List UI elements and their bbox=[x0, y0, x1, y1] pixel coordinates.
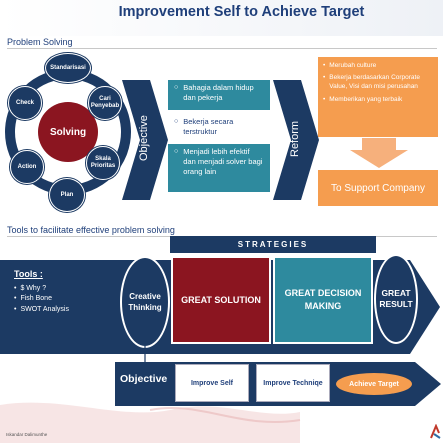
step-check: Check bbox=[8, 86, 42, 120]
great-result-oval: GREAT RESULT bbox=[374, 254, 418, 344]
tools-box: Tools : •$ Why ? •Fish Bone •SWOT Analys… bbox=[6, 262, 112, 346]
bullet-icon: • bbox=[14, 305, 17, 313]
problem-solving-heading: Problem Solving bbox=[7, 37, 73, 47]
achieve-target-oval: Achieve Target bbox=[336, 373, 412, 395]
bullet-icon: • bbox=[14, 284, 17, 292]
step-plan: Plan bbox=[49, 178, 85, 212]
logo-icon bbox=[430, 424, 441, 439]
bullet-icon: • bbox=[323, 96, 326, 104]
bullet-icon: • bbox=[323, 74, 326, 82]
page-title: Improvement Self to Achieve Target bbox=[118, 4, 365, 20]
objective-label: Objective bbox=[120, 373, 168, 385]
author-credit: Iskandar Dalimunthe bbox=[6, 432, 48, 437]
tools-title: Tools : bbox=[14, 269, 43, 279]
strategies-bar: STRATEGIES bbox=[170, 236, 376, 253]
great-decision-box: GREAT DECISION MAKING bbox=[273, 256, 373, 344]
support-company-box: To Support Company bbox=[318, 170, 438, 206]
improve-technique-box: Improve Techniqe bbox=[256, 364, 330, 402]
objective-item: ○Bekerja secara terstruktur bbox=[168, 114, 270, 138]
step-cari-penyebab: Cari Penyebab bbox=[88, 86, 122, 120]
objective-item: ○Bahagia dalam hidup dan pekerja bbox=[168, 80, 270, 110]
improve-self-box: Improve Self bbox=[175, 364, 249, 402]
bullet-icon: ○ bbox=[174, 148, 179, 155]
bullet-icon: • bbox=[323, 62, 326, 69]
solving-center: Solving bbox=[38, 102, 98, 162]
objective-item: ○Menjadi lebih efektif dan menjadi solve… bbox=[168, 144, 270, 192]
great-solution-box: GREAT SOLUTION bbox=[171, 256, 271, 344]
tools-heading: Tools to facilitate effective problem so… bbox=[7, 225, 175, 235]
step-skala-prioritas: Skala Prioritas bbox=[86, 146, 120, 180]
step-standarisasi: Standarisasi bbox=[45, 53, 91, 83]
creative-thinking-oval: Creative Thinking bbox=[120, 256, 170, 348]
divider bbox=[7, 48, 437, 49]
bullet-icon: ○ bbox=[174, 84, 179, 91]
down-arrow-icon bbox=[350, 138, 408, 168]
objective-chevron-label: Objective bbox=[138, 115, 150, 161]
reform-chevron bbox=[273, 80, 319, 200]
objective-chevron bbox=[122, 80, 168, 200]
bullet-icon: • bbox=[14, 295, 17, 302]
reform-chevron-label: Reform bbox=[289, 120, 301, 158]
step-action: Action bbox=[10, 150, 44, 184]
bullet-icon: ○ bbox=[174, 118, 179, 125]
reform-box: •Merubah culture •Bekerja berdasarkan Co… bbox=[318, 57, 438, 137]
